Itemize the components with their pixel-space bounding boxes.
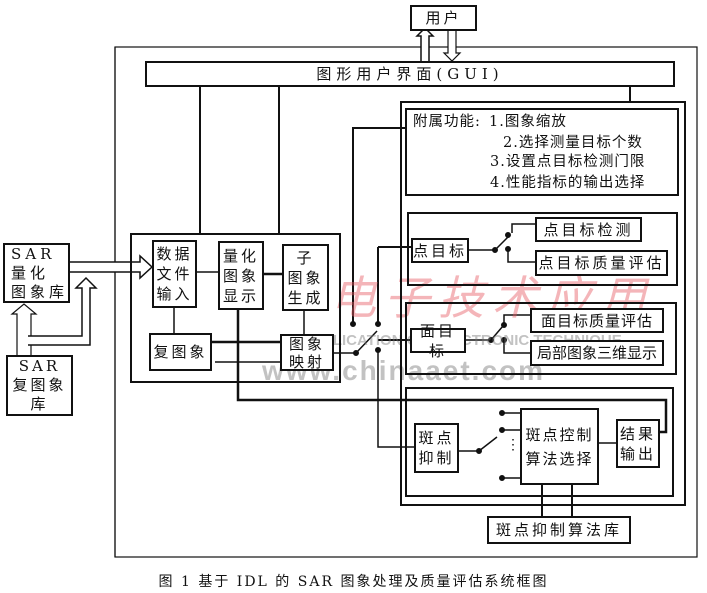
area-target-quality-box: 面目标质量评估 bbox=[530, 308, 664, 333]
arrow-down-from-user bbox=[442, 31, 462, 62]
speckle-suppression-box: 斑点 抑制 bbox=[414, 423, 459, 473]
sar-complex-image-library: SAR 复图象 库 bbox=[6, 355, 73, 416]
aux-label: 附属功能: bbox=[413, 114, 481, 130]
area-target-box: 面目标 bbox=[410, 322, 466, 360]
sub-image-generation-box: 子 图象 生成 bbox=[282, 244, 329, 311]
aux-item: 3.设置点目标检测门限 bbox=[490, 154, 646, 170]
point-target-detection-box: 点目标检测 bbox=[535, 217, 642, 242]
figure-caption: 图 1 基于 IDL 的 SAR 图象处理及质量评估系统框图 bbox=[158, 574, 549, 590]
user-box: 用户 bbox=[410, 5, 477, 31]
arrow-complex-to-quant bbox=[10, 303, 38, 355]
sar-quantized-image-library: SAR 量化 图象库 bbox=[3, 243, 70, 303]
point-target-group bbox=[407, 212, 678, 286]
complex-image-box: 复图象 bbox=[149, 333, 212, 371]
auxiliary-functions-box bbox=[405, 108, 679, 196]
quantized-image-display-box: 量化 图象 显示 bbox=[218, 241, 264, 310]
local-3d-display-box: 局部图象三维显示 bbox=[530, 340, 664, 366]
more-options-dots: ⋮ bbox=[506, 437, 520, 453]
point-target-box: 点目标 bbox=[411, 238, 469, 263]
speckle-algorithm-select-box: 斑点控制 算法选择 bbox=[520, 408, 599, 485]
gui-bar: 图形用户界面(GUI) bbox=[145, 61, 675, 87]
area-target-group bbox=[405, 302, 677, 375]
image-mapping-box: 图象 映射 bbox=[280, 334, 334, 371]
result-output-box: 结果 输出 bbox=[616, 419, 660, 468]
aux-item: 1.图象缩放 bbox=[489, 114, 567, 130]
image-processing-group bbox=[130, 233, 341, 383]
speckle-group bbox=[405, 387, 674, 497]
arrow-up-to-user bbox=[415, 26, 435, 61]
aux-item: 4.性能指标的输出选择 bbox=[490, 175, 646, 191]
speckle-algorithm-library-box: 斑点抑制算法库 bbox=[487, 516, 631, 544]
data-file-input-box: 数据 文件 输入 bbox=[152, 240, 197, 308]
point-target-quality-box: 点目标质量评估 bbox=[535, 250, 668, 276]
aux-item: 2.选择测量目标个数 bbox=[503, 135, 643, 151]
analysis-panel bbox=[400, 101, 686, 506]
